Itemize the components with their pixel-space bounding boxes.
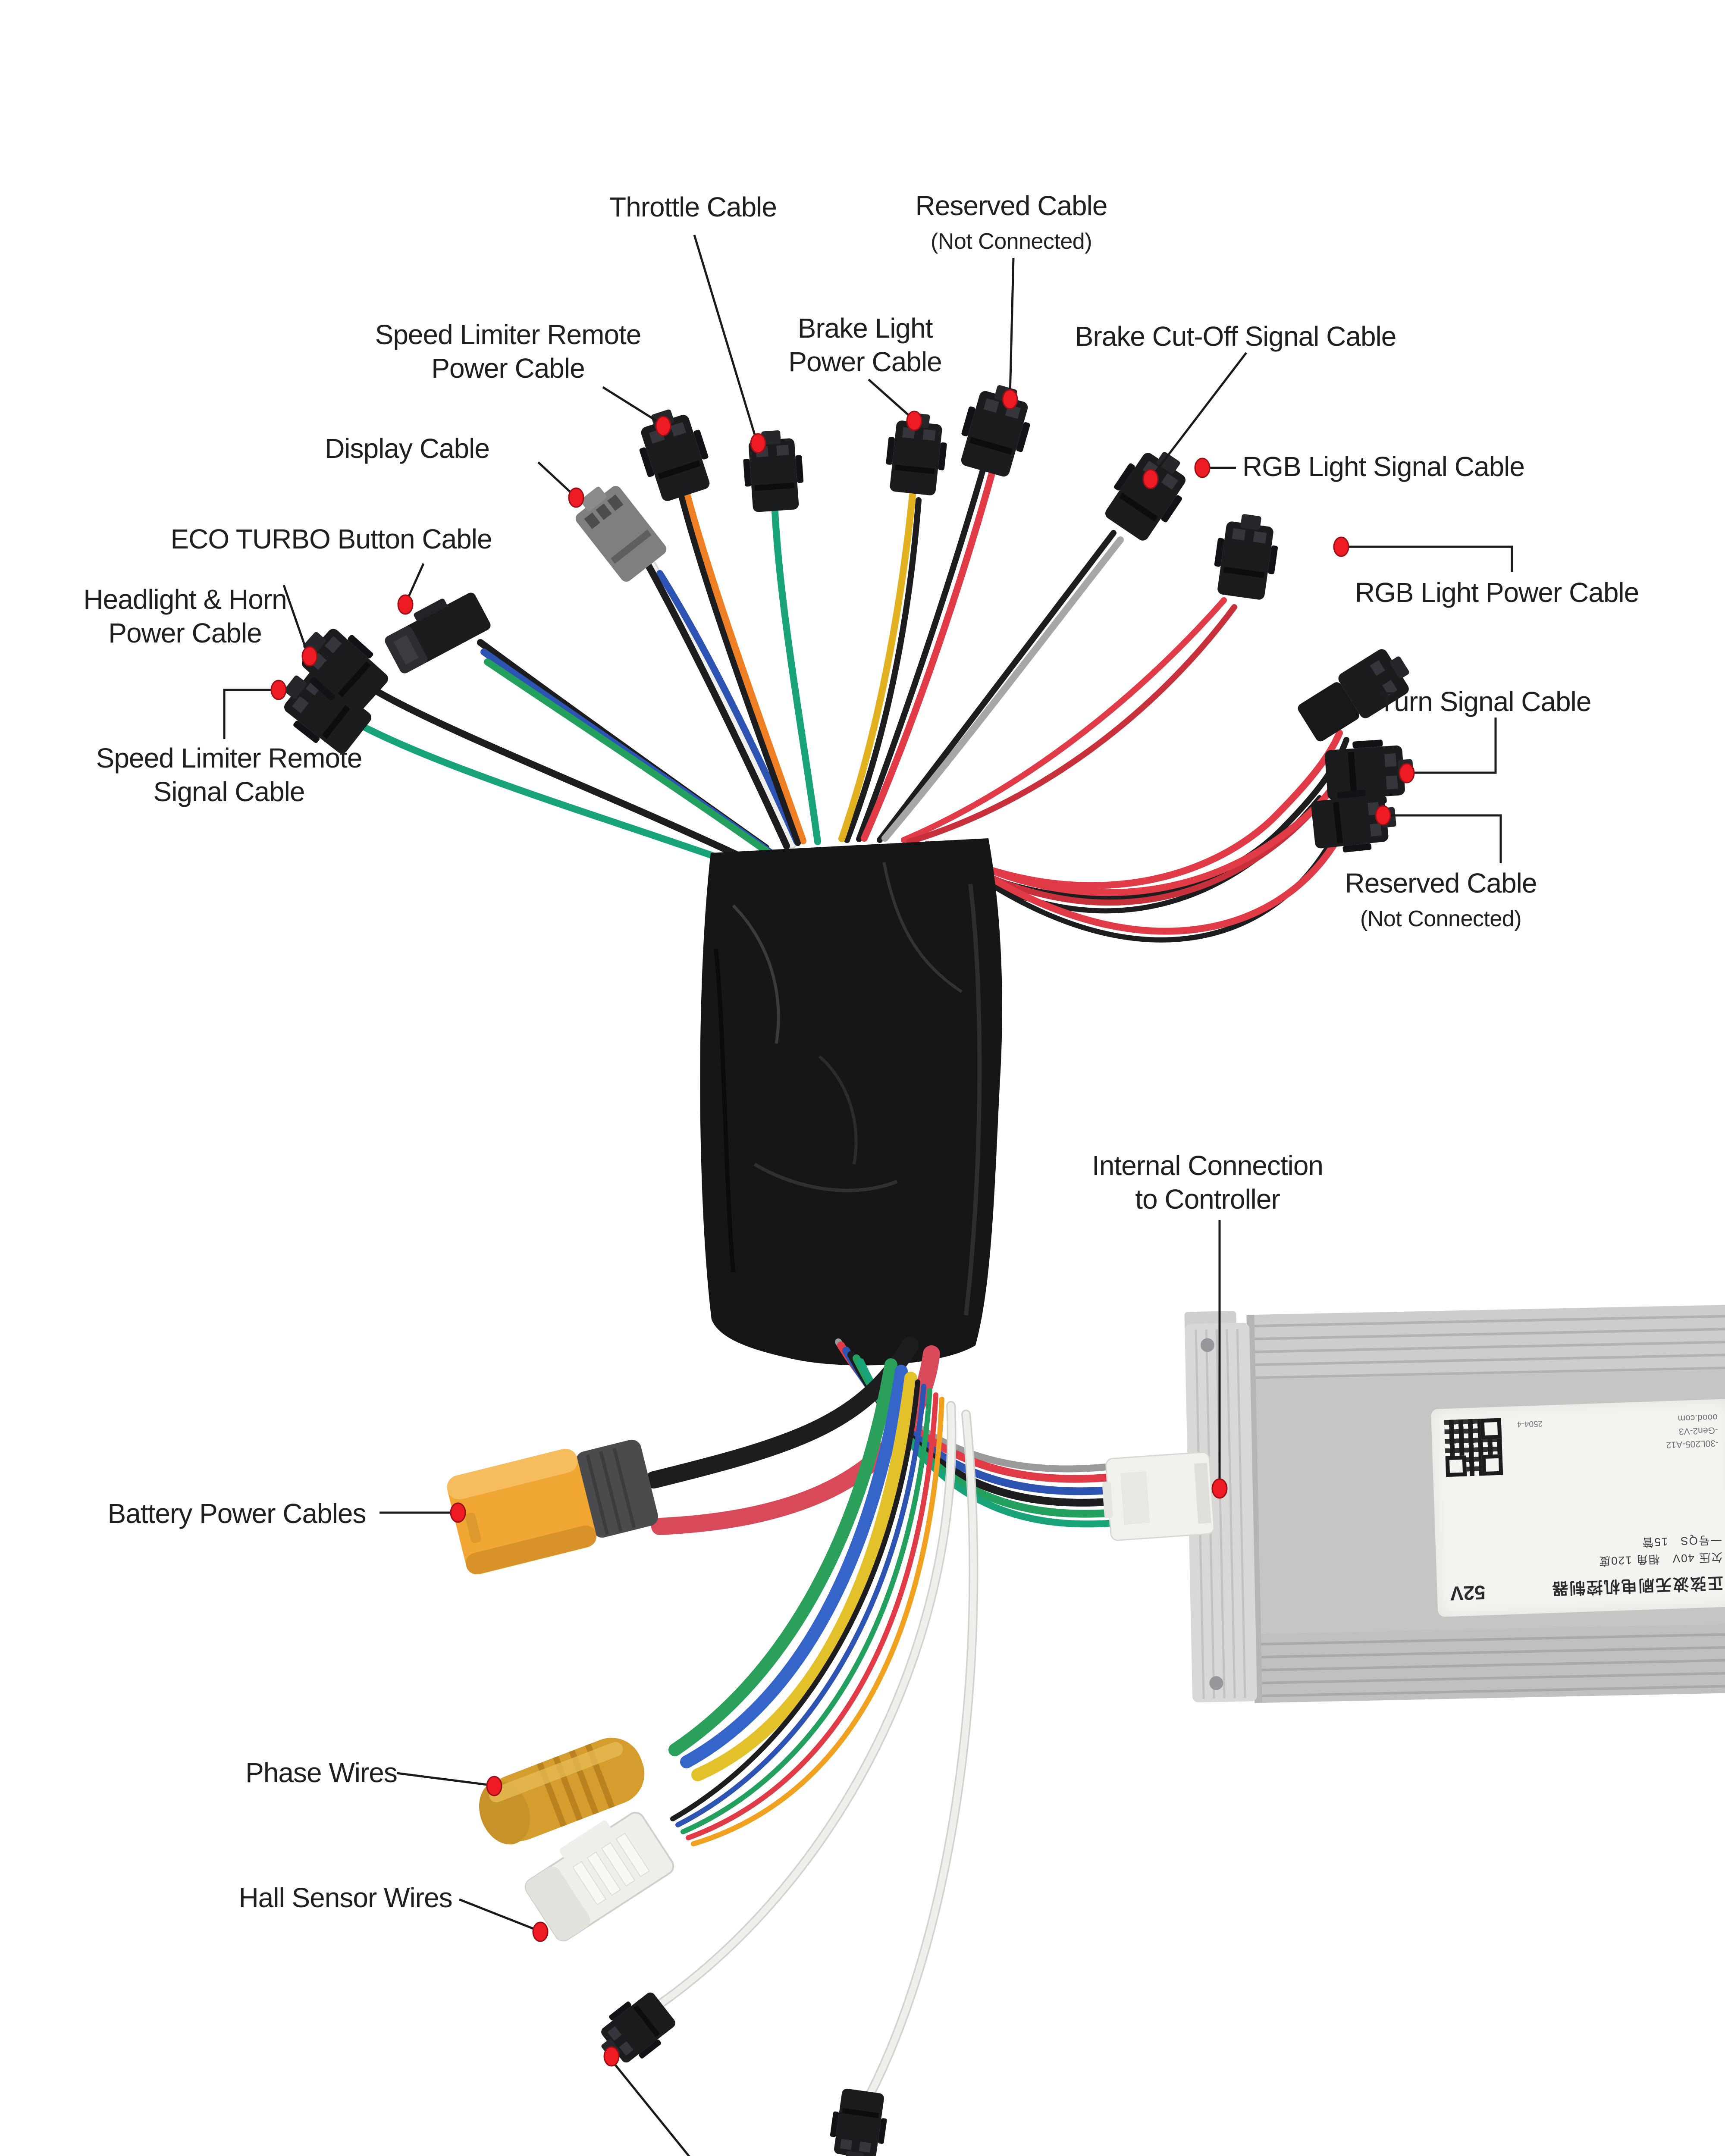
rgb-signal-connector-icon	[1210, 511, 1282, 602]
label-text: Power Cable	[788, 346, 942, 377]
phase-bullet-connector-icon	[479, 1738, 645, 1845]
controller-screw-bottom	[1209, 1676, 1223, 1690]
label-brake-cutoff-signal: Brake Cut-Off Signal Cable	[1075, 320, 1397, 353]
label-internal-connection: Internal Connection to Controller	[1091, 1149, 1324, 1216]
label-text: Reserved Cable	[1345, 868, 1537, 899]
label-turn-signal: Turn Signal Cable	[1378, 685, 1592, 718]
qr-pattern	[1444, 1418, 1503, 1477]
lower-wires	[645, 1337, 1119, 2101]
label-text: Throttle Cable	[609, 191, 777, 222]
callout-display	[537, 461, 574, 496]
label-phase-wires: Phase Wires	[245, 1756, 398, 1789]
controller-meta-line: -Gen2-V3	[1678, 1425, 1719, 1437]
label-text: Internal Connection	[1091, 1150, 1324, 1181]
label-reserved-cable-right: Reserved Cable (Not Connected)	[1345, 866, 1537, 936]
top-fan-connectors	[270, 378, 1415, 856]
label-display-cable: Display Cable	[325, 432, 490, 465]
callout-hall	[459, 1898, 537, 1931]
label-subtext: (Not Connected)	[1360, 906, 1522, 931]
callout-reserved-top	[1009, 257, 1015, 396]
controller-sticker-content: 正弦波无刷电机控制器 52V 欠压 40V 相角 120度 一号QS 15管 -…	[1431, 1399, 1725, 1617]
callout-headlight	[282, 585, 309, 654]
qr-tag: 2504-4	[1517, 1419, 1543, 1429]
label-text: ECO TURBO Button Cable	[170, 523, 492, 555]
display-connector-icon	[575, 486, 667, 582]
xt60-connector-icon	[447, 1439, 659, 1575]
label-throttle-cable: Throttle Cable	[609, 190, 777, 224]
callout-dots	[270, 389, 1415, 2067]
label-text: Battery Power Cables	[107, 1498, 367, 1529]
callout-reserved-right	[1386, 814, 1502, 863]
label-text: Display Cable	[325, 433, 490, 464]
label-text: Power Cable	[431, 353, 585, 384]
controller-meta-line: oood.com	[1678, 1412, 1718, 1424]
label-reserved-cable-top: Reserved Cable (Not Connected)	[915, 189, 1108, 258]
label-brake-light-power: Brake Light Power Cable	[788, 311, 942, 379]
label-rgb-light-signal: RGB Light Signal Cable	[1242, 450, 1525, 483]
reserved-top-connector-icon	[953, 378, 1039, 480]
controller-meta: -30L205-A12 -Gen2-V3 oood.com	[1665, 1410, 1719, 1451]
label-rgb-light-power: RGB Light Power Cable	[1355, 576, 1639, 609]
callout-slr-power	[602, 386, 662, 425]
controller-meta-line: -30L205-A12	[1666, 1438, 1719, 1450]
internal-connector-icon	[1102, 1451, 1215, 1541]
label-subtext: (Not Connected)	[930, 229, 1092, 254]
label-hall-sensor-wires: Hall Sensor Wires	[238, 1881, 452, 1915]
qr-code: 2504-4	[1444, 1418, 1543, 1477]
controller-specs: 欠压 40V 相角 120度 一号QS 15管	[1448, 1531, 1723, 1575]
label-eco-turbo-button: ECO TURBO Button Cable	[170, 522, 492, 556]
label-text: Power Cable	[108, 617, 262, 649]
label-text: Headlight & Horn	[83, 584, 287, 615]
callouts	[223, 235, 1513, 2156]
callout-brake-light	[868, 379, 913, 419]
top-fan-wires	[362, 463, 1349, 943]
callout-throttle	[693, 235, 757, 439]
controller-screw-top	[1200, 1338, 1214, 1352]
callout-slr-signal	[223, 689, 274, 739]
controller-sticker: 正弦波无刷电机控制器 52V 欠压 40V 相角 120度 一号QS 15管 -…	[1430, 1399, 1725, 1617]
eco-turbo-connector-icon	[385, 592, 491, 674]
label-battery-power-cables: Battery Power Cables	[107, 1497, 367, 1530]
label-headlight-horn-power: Headlight & Horn Power Cable	[83, 583, 287, 650]
label-text: Speed Limiter Remote	[96, 743, 363, 774]
label-text: Signal Cable	[153, 776, 305, 807]
callout-self-learning-1	[611, 2059, 690, 2156]
callout-phase	[396, 1772, 491, 1786]
hall-connector-icon	[524, 1811, 674, 1942]
label-text: RGB Light Power Cable	[1355, 577, 1639, 608]
label-text: Brake Light	[797, 313, 933, 344]
heatshrink-blob	[700, 838, 1002, 1366]
label-text: Turn Signal Cable	[1378, 686, 1592, 717]
label-text: RGB Light Signal Cable	[1242, 451, 1525, 482]
speed-limiter-power-connector-icon	[630, 402, 718, 505]
callout-turn-signal	[1410, 718, 1497, 774]
rgb-power-connector-icon	[1298, 649, 1409, 742]
self-learning-connector-2-icon	[826, 2087, 891, 2156]
label-text: to Controller	[1135, 1184, 1280, 1215]
label-text: Brake Cut-Off Signal Cable	[1075, 321, 1397, 352]
label-text: Hall Sensor Wires	[238, 1882, 452, 1913]
label-text: Phase Wires	[245, 1757, 398, 1788]
label-speed-limiter-remote-signal: Speed Limiter Remote Signal Cable	[96, 741, 363, 808]
controller-product-name: 正弦波无刷电机控制器	[1550, 1573, 1724, 1598]
callout-brake-cutoff	[1151, 352, 1247, 477]
label-speed-limiter-remote-power: Speed Limiter Remote Power Cable	[375, 318, 642, 385]
callout-rgb-power	[1344, 545, 1513, 572]
controller-voltage: 52V	[1449, 1581, 1486, 1605]
label-text: Reserved Cable	[915, 190, 1108, 221]
label-text: Speed Limiter Remote	[375, 319, 642, 350]
